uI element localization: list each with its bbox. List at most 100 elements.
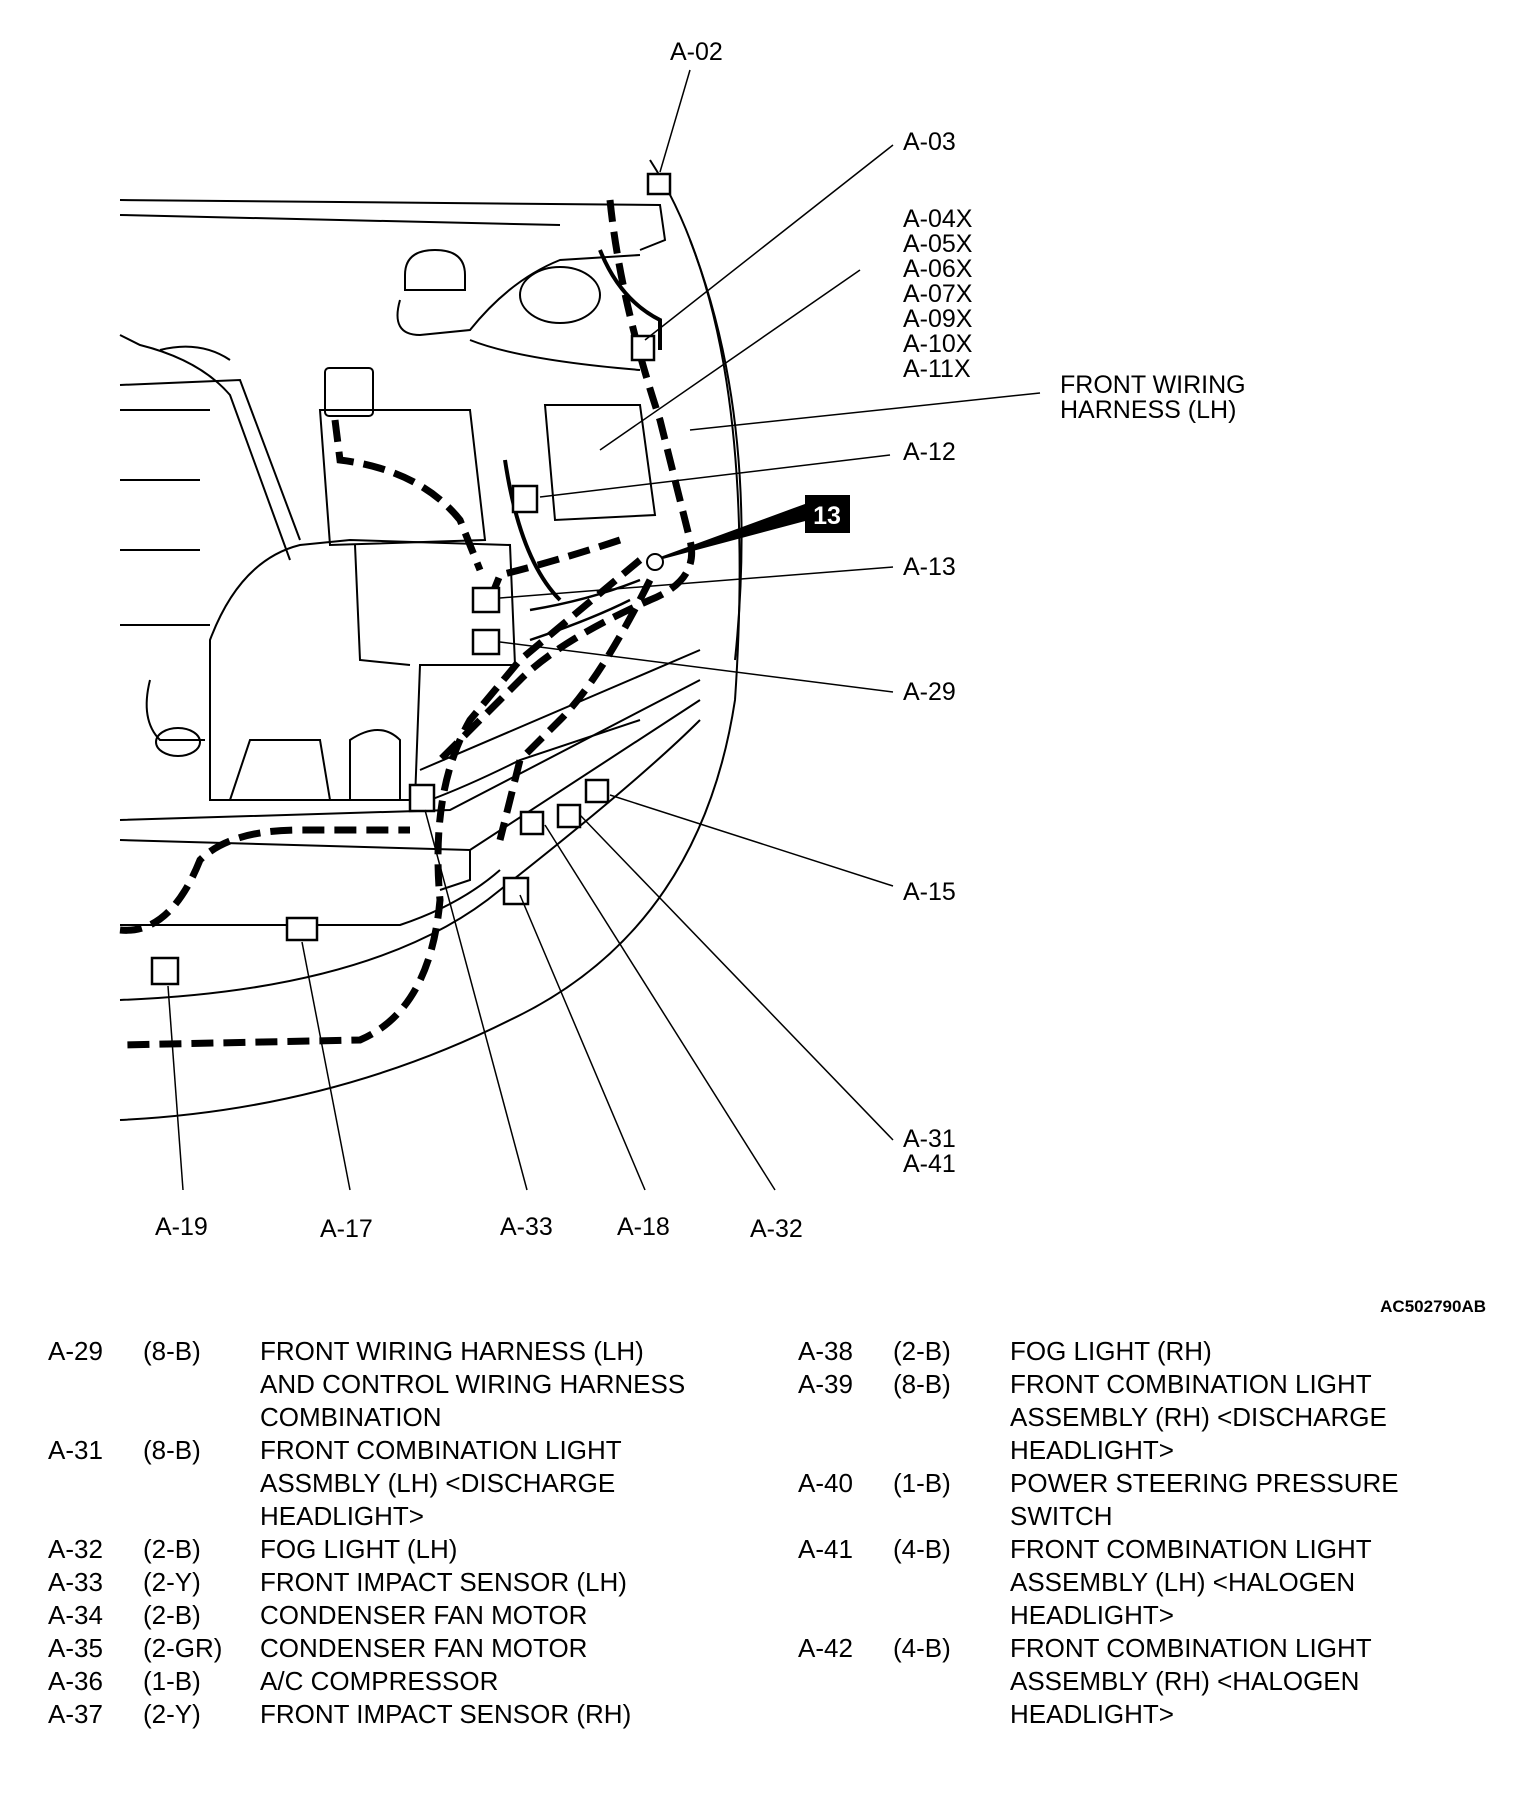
callout-13-text: 13 — [813, 502, 841, 530]
legend-pins: (1-B) — [143, 1666, 201, 1696]
legend-desc: FRONT COMBINATION LIGHT ASSMBLY (LH) <DI… — [260, 1435, 622, 1531]
label-a09x: A-09X — [903, 305, 973, 333]
fender-outline — [119, 159, 741, 1121]
legend-desc: FRONT WIRING HARNESS (LH) AND CONTROL WI… — [260, 1336, 686, 1432]
legend-pins: (2-GR) — [143, 1633, 223, 1663]
legend-code: A-42 — [798, 1633, 853, 1663]
legend-pins: (4-B) — [893, 1534, 951, 1564]
legend-desc: POWER STEERING PRESSURE SWITCH — [1010, 1468, 1399, 1531]
label-a15: A-15 — [903, 878, 956, 906]
legend-desc: FRONT COMBINATION LIGHT ASSEMBLY (RH) <D… — [1010, 1369, 1387, 1465]
label-a29: A-29 — [903, 678, 956, 706]
legend-left: A-29 (8-B) FRONT WIRING HARNESS (LH) AND C… — [48, 1335, 768, 1731]
legend-desc: FOG LIGHT (LH) — [260, 1534, 458, 1564]
legend-desc: FRONT COMBINATION LIGHT ASSEMBLY (LH) <H… — [1010, 1534, 1372, 1630]
connector-a13 — [471, 586, 501, 614]
connector-a29 — [471, 628, 501, 656]
legend-row: A-29 (8-B) FRONT WIRING HARNESS (LH) AND C… — [48, 1335, 768, 1434]
legend-code: A-31 — [48, 1435, 103, 1465]
drawing-code: AC502790AB — [1380, 1297, 1486, 1316]
connector-a32 — [519, 810, 545, 836]
legend-row: A-38 (2-B) FOG LIGHT (RH) — [798, 1335, 1498, 1368]
legend-row: A-36 (1-B) A/C COMPRESSOR — [48, 1665, 768, 1698]
label-a41: A-41 — [903, 1150, 956, 1178]
legend-code: A-32 — [48, 1534, 103, 1564]
connector-a17 — [285, 916, 319, 942]
legend-row: A-42 (4-B) FRONT COMBINATION LIGHT ASSEMBL… — [798, 1632, 1498, 1731]
relay-box — [543, 404, 657, 522]
connector-a12 — [511, 484, 539, 514]
legend-code: A-33 — [48, 1567, 103, 1597]
legend-code: A-40 — [798, 1468, 853, 1498]
label-a05x: A-05X — [903, 230, 973, 258]
wiring-harness-main — [437, 199, 696, 763]
legend-pins: (1-B) — [893, 1468, 951, 1498]
reservoir-cap — [404, 248, 466, 291]
label-a13: A-13 — [903, 553, 956, 581]
label-a04x: A-04X — [903, 205, 973, 233]
label-harness-line1: FRONT WIRING — [1060, 371, 1246, 399]
legend-code: A-37 — [48, 1699, 103, 1729]
connector-a15 — [584, 778, 610, 804]
fender-inner — [689, 239, 743, 661]
label-a10x: A-10X — [903, 330, 973, 358]
connector-a31-41 — [556, 803, 582, 829]
connector-a33 — [408, 783, 436, 813]
engine-bay-diagram: 13 A-02 A-03 A-04X A-05X A-06X A-07X A-0… — [119, 38, 1246, 1243]
connector-a19 — [150, 956, 180, 986]
legend-row: A-32 (2-B) FOG LIGHT (LH) — [48, 1533, 768, 1566]
legend-pins: (4-B) — [893, 1633, 951, 1663]
legend-code: A-41 — [798, 1534, 853, 1564]
label-a32: A-32 — [750, 1215, 803, 1243]
legend-pins: (2-B) — [143, 1600, 201, 1630]
connector-a02 — [646, 172, 672, 196]
legend-desc: A/C COMPRESSOR — [260, 1666, 499, 1696]
legend-pins: (2-Y) — [143, 1567, 201, 1597]
radiator-support — [119, 679, 701, 821]
legend-pins: (2-B) — [143, 1534, 201, 1564]
label-a31: A-31 — [903, 1125, 956, 1153]
label-a11x: A-11X — [903, 355, 971, 383]
legend-desc: FRONT IMPACT SENSOR (RH) — [260, 1699, 632, 1729]
legend-code: A-39 — [798, 1369, 853, 1399]
legend-code: A-29 — [48, 1336, 103, 1366]
legend-code: A-34 — [48, 1600, 103, 1630]
legend-desc: CONDENSER FAN MOTOR — [260, 1633, 588, 1663]
label-a02: A-02 — [670, 38, 723, 66]
legend-row: A-40 (1-B) POWER STEERING PRESSURE SWITCH — [798, 1467, 1498, 1533]
legend-pins: (2-B) — [893, 1336, 951, 1366]
legend-row: A-37 (2-Y) FRONT IMPACT SENSOR (RH) — [48, 1698, 768, 1731]
label-a19: A-19 — [155, 1213, 208, 1241]
connector-a18 — [502, 876, 530, 906]
label-a18: A-18 — [617, 1213, 670, 1241]
callout-13-badge — [805, 495, 850, 533]
legend-row: A-35 (2-GR) CONDENSER FAN MOTOR — [48, 1632, 768, 1665]
air-cleaner — [209, 538, 517, 801]
legend-row: A-39 (8-B) FRONT COMBINATION LIGHT ASSEMBL… — [798, 1368, 1498, 1467]
legend-code: A-35 — [48, 1633, 103, 1663]
legend-code: A-36 — [48, 1666, 103, 1696]
label-a12: A-12 — [903, 438, 956, 466]
legend-row: A-31 (8-B) FRONT COMBINATION LIGHT ASSMBLY… — [48, 1434, 768, 1533]
legend-row: A-34 (2-B) CONDENSER FAN MOTOR — [48, 1599, 768, 1632]
legend-desc: CONDENSER FAN MOTOR — [260, 1600, 588, 1630]
label-harness-line2: HARNESS (LH) — [1060, 396, 1236, 424]
legend-pins: (8-B) — [893, 1369, 951, 1399]
label-a03: A-03 — [903, 128, 956, 156]
legend-right: A-38 (2-B) FOG LIGHT (RH) A-39 (8-B) FRONT CO… — [798, 1335, 1498, 1731]
connector-a03 — [630, 334, 656, 362]
legend-row: A-33 (2-Y) FRONT IMPACT SENSOR (LH) — [48, 1566, 768, 1599]
legend-code: A-38 — [798, 1336, 853, 1366]
legend-row: A-41 (4-B) FRONT COMBINATION LIGHT ASSEMBL… — [798, 1533, 1498, 1632]
label-a17: A-17 — [320, 1215, 373, 1243]
legend-desc: FRONT COMBINATION LIGHT ASSEMBLY (RH) <H… — [1010, 1633, 1372, 1729]
label-a07x: A-07X — [903, 280, 973, 308]
legend-pins: (8-B) — [143, 1336, 201, 1366]
legend-desc: FOG LIGHT (RH) — [1010, 1336, 1212, 1366]
label-a06x: A-06X — [903, 255, 973, 283]
label-a33: A-33 — [500, 1213, 553, 1241]
ecu-box — [318, 409, 487, 547]
legend-desc: FRONT IMPACT SENSOR (LH) — [260, 1567, 627, 1597]
legend-pins: (2-Y) — [143, 1699, 201, 1729]
legend-pins: (8-B) — [143, 1435, 201, 1465]
